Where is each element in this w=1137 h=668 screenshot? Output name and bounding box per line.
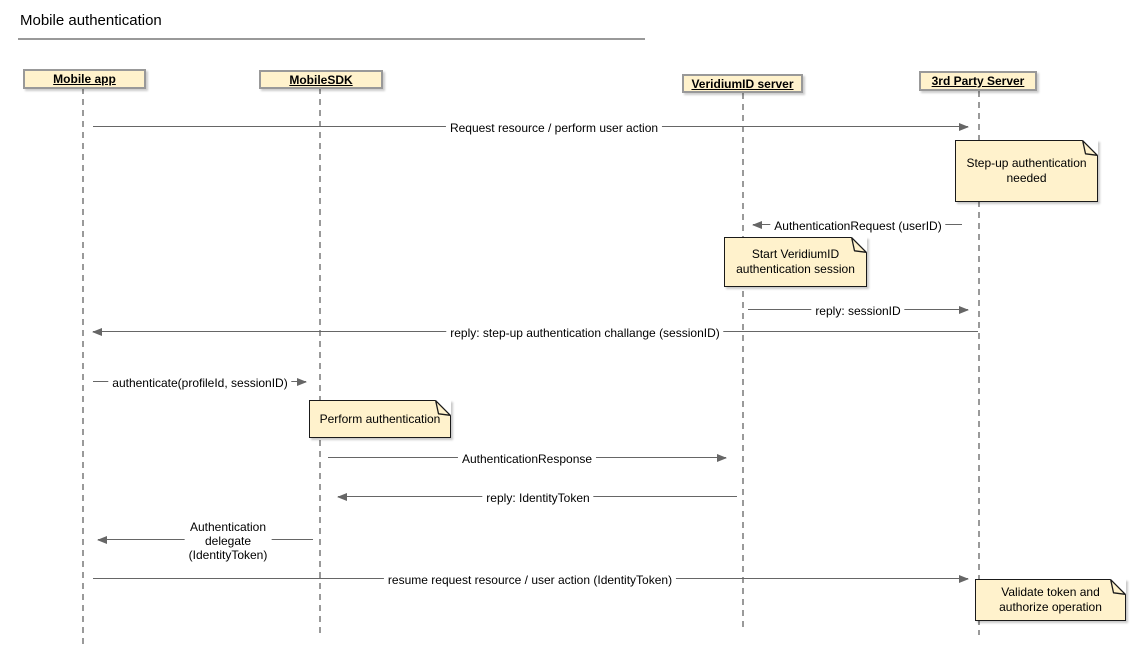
message-stepup-challenge: reply: step-up authentication challange … xyxy=(92,326,978,340)
lifeline-mobile-sdk xyxy=(319,88,321,638)
page-title: Mobile authentication xyxy=(20,12,162,29)
note-fold-icon xyxy=(1110,578,1127,595)
message-label: Request resource / perform user action xyxy=(445,121,663,135)
message-reply-identitytoken: reply: IdentityToken xyxy=(337,491,737,505)
arrowhead-left-icon xyxy=(752,221,762,229)
note-validate-token: Validate token and authorize operation xyxy=(975,578,1127,621)
participant-third-party-server: 3rd Party Server xyxy=(919,71,1037,91)
message-label: Authentication delegate (IdentityToken) xyxy=(184,520,272,562)
arrowhead-right-icon xyxy=(297,378,307,386)
arrowhead-left-icon xyxy=(92,328,102,336)
participant-mobile-sdk: MobileSDK xyxy=(259,70,383,89)
message-label: reply: IdentityToken xyxy=(482,491,594,505)
message-authenticate: authenticate(profileId, sessionID) xyxy=(93,376,307,390)
message-label: AuthenticationRequest (userID) xyxy=(770,219,946,233)
participant-label: 3rd Party Server xyxy=(931,74,1025,88)
lifeline-veridiumid-server xyxy=(742,93,744,628)
message-label: reply: sessionID xyxy=(811,304,905,318)
note-fold-icon xyxy=(435,399,452,416)
arrowhead-right-icon xyxy=(717,454,727,462)
message-label: AuthenticationResponse xyxy=(457,452,597,466)
note-stepup-needed: Step-up authentication needed xyxy=(955,139,1099,202)
message-request-resource: Request resource / perform user action xyxy=(93,121,969,135)
note-text: Step-up authentication needed xyxy=(966,156,1087,185)
lifeline-third-party-server xyxy=(978,91,980,635)
message-authentication-request: AuthenticationRequest (userID) xyxy=(752,219,962,233)
note-text: Validate token and authorize operation xyxy=(999,585,1102,614)
participant-mobile-app: Mobile app xyxy=(23,69,146,89)
note-fold-icon xyxy=(851,236,868,253)
arrowhead-right-icon xyxy=(959,123,969,131)
note-fold-icon xyxy=(1082,139,1099,156)
note-start-session: Start VeridiumID authentication session xyxy=(724,236,868,287)
arrowhead-right-icon xyxy=(959,575,969,583)
message-label: resume request resource / user action (I… xyxy=(383,573,677,587)
lifeline-mobile-app xyxy=(82,88,84,645)
message-reply-sessionid: reply: sessionID xyxy=(748,304,969,318)
arrowhead-right-icon xyxy=(959,306,969,314)
title-underline xyxy=(18,38,645,40)
message-resume-request: resume request resource / user action (I… xyxy=(93,573,969,587)
note-text: Start VeridiumID authentication session xyxy=(736,247,855,276)
message-label: reply: step-up authentication challange … xyxy=(446,326,724,340)
message-label: authenticate(profileId, sessionID) xyxy=(108,376,292,390)
arrowhead-left-icon xyxy=(97,536,107,544)
message-authentication-delegate: Authentication delegate (IdentityToken) xyxy=(97,520,313,562)
participant-veridiumid-server: VeridiumID server xyxy=(682,74,803,93)
note-perform-authentication: Perform authentication xyxy=(309,399,452,438)
note-text: Perform authentication xyxy=(319,411,441,426)
participant-label: MobileSDK xyxy=(289,72,353,87)
message-authentication-response: AuthenticationResponse xyxy=(328,452,727,466)
participant-label: Mobile app xyxy=(53,72,116,86)
participant-label: VeridiumID server xyxy=(691,76,794,91)
arrowhead-left-icon xyxy=(337,493,347,501)
